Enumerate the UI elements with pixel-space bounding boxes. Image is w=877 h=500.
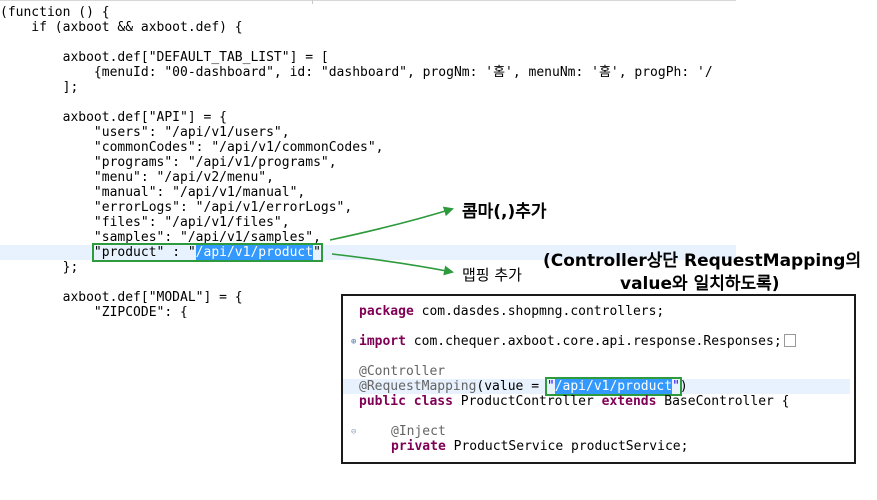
public-keyword: public xyxy=(359,394,406,409)
code-line-20: axboot.def["MODAL"] = { xyxy=(0,290,243,305)
requestmapping-open-quote: " xyxy=(546,379,555,394)
collapsed-imports-icon[interactable] xyxy=(783,334,796,347)
code-line-16: "samples": "/api/v1/samples", xyxy=(0,230,321,245)
inset-inject-annotation: @Inject xyxy=(391,424,446,439)
code-line-product[interactable]: "product" : "/api/v1/product" xyxy=(0,243,736,262)
annotation-comma-added: 콤마(,)추가 xyxy=(462,202,547,222)
extends-keyword: extends xyxy=(601,394,657,409)
import-keyword: import xyxy=(359,334,406,349)
requestmapping-close-paren: ) xyxy=(679,379,688,394)
code-line-6: ]; xyxy=(0,80,79,95)
private-keyword: private xyxy=(391,439,446,454)
code-line-10: "commonCodes": "/api/v1/commonCodes", xyxy=(0,140,384,155)
inset-package-line: package com.dasdes.shopmng.controllers; xyxy=(359,304,664,319)
import-path: com.chequer.axboot.core.api.response.Res… xyxy=(405,334,782,349)
code-line-13: "manual": "/api/v1/manual", xyxy=(0,185,306,200)
code-line-2: if (axboot && axboot.def) { xyxy=(0,20,243,35)
product-entry-box: "product" : "/api/v1/product" xyxy=(91,243,323,262)
code-line-5: {menuId: "00-dashboard", id: "dashboard"… xyxy=(0,65,713,80)
controller-code-inset: package com.dasdes.shopmng.controllers; … xyxy=(341,294,856,464)
code-line-12: "menu": "/api/v2/menu", xyxy=(0,170,274,185)
editor-tab-divider xyxy=(312,0,313,4)
annotation-note-line2: value와 일치하도록) xyxy=(620,274,780,294)
fold-expand-icon[interactable]: ⊕ xyxy=(351,337,357,347)
code-line-11: "programs": "/api/v1/programs", xyxy=(0,155,337,170)
inset-field-line: private ProductService productService; xyxy=(391,439,688,454)
code-line-9: "users": "/api/v1/users", xyxy=(0,125,290,140)
code-line-1: (function () { xyxy=(0,5,110,20)
requestmapping-value-box: "/api/v1/product" xyxy=(544,377,682,396)
requestmapping-close-quote: " xyxy=(672,379,680,394)
product-value-selection[interactable]: /api/v1/product xyxy=(195,245,314,260)
field-declaration: ProductService productService; xyxy=(445,439,689,454)
code-line-15: "files": "/api/v1/files", xyxy=(0,215,290,230)
product-indent xyxy=(0,245,94,260)
requestmapping-args: (value = xyxy=(476,379,547,394)
product-end-quote: " xyxy=(313,245,321,260)
requestmapping-annotation: @RequestMapping xyxy=(359,379,477,394)
inset-requestmapping-line: @RequestMapping(value = "/api/v1/product… xyxy=(343,377,850,396)
package-name: com.dasdes.shopmng.controllers; xyxy=(413,304,665,319)
inset-import-line: import com.chequer.axboot.core.api.respo… xyxy=(359,334,796,349)
inset-class-line: public class ProductController extends B… xyxy=(359,394,790,409)
annotation-note-line1: (Controller상단 RequestMapping의 xyxy=(543,251,862,271)
fold-collapse-icon[interactable]: ⊖ xyxy=(351,427,357,437)
code-line-8: axboot.def["API"] = { xyxy=(0,110,227,125)
annotation-mapping-added: 맵핑 추가 xyxy=(462,266,522,284)
class-keyword: class xyxy=(413,394,453,409)
base-class-name: BaseController { xyxy=(656,394,790,409)
product-key: "product" : " xyxy=(93,245,196,260)
requestmapping-value-selection[interactable]: /api/v1/product xyxy=(554,379,673,394)
code-line-21: "ZIPCODE": { xyxy=(0,305,188,318)
code-line-4: axboot.def["DEFAULT_TAB_LIST"] = [ xyxy=(0,50,329,65)
code-line-18: }; xyxy=(0,260,79,275)
code-line-14: "errorLogs": "/api/v1/errorLogs", xyxy=(0,200,353,215)
package-keyword: package xyxy=(359,304,414,319)
editor-top-border xyxy=(0,0,736,1)
class-name: ProductController xyxy=(452,394,602,409)
inset-controller-annotation: @Controller xyxy=(359,364,446,379)
